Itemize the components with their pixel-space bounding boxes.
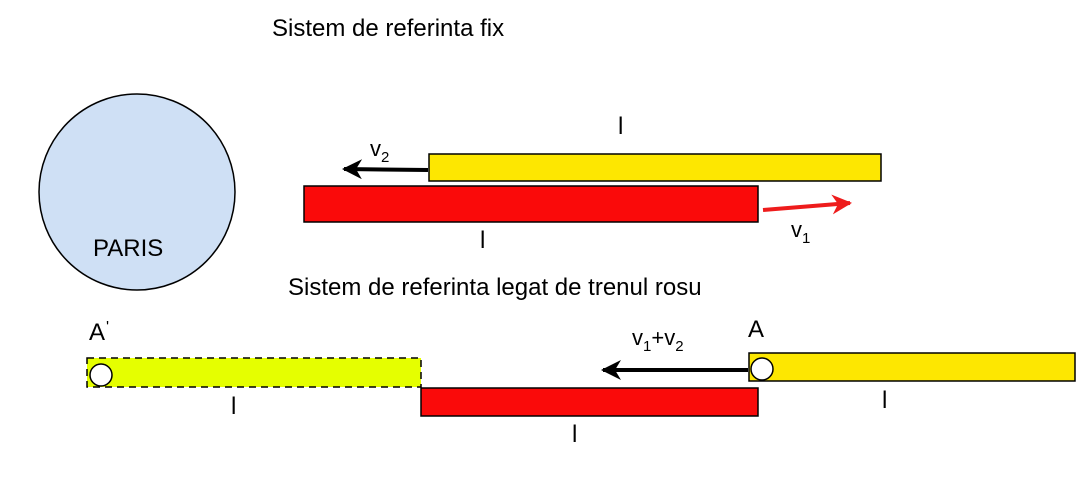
point-a-prime-letter: A [89, 319, 105, 346]
point-a-marker [750, 357, 774, 381]
yellow-velocity-label: v2 [370, 136, 389, 166]
v2-symbol: v [370, 136, 381, 161]
ghost-train-length-label: l [231, 393, 236, 420]
point-a-prime-marker [89, 363, 113, 387]
v1-subscript: 1 [802, 230, 810, 247]
yellow-train-moving-length-label: l [882, 387, 887, 414]
red-train-frame-title: Sistem de referinta legat de trenul rosu [288, 274, 702, 301]
point-a-prime-mark: ' [106, 319, 109, 336]
v1-symbol: v [791, 217, 802, 242]
red-velocity-label: v1 [791, 217, 810, 247]
red-train-rest-length-label: l [572, 421, 577, 448]
rel-v2-subscript: 2 [675, 338, 683, 355]
point-a-label: A [748, 316, 764, 343]
v2-subscript: 2 [381, 149, 389, 166]
relative-velocity-label: v1+v2 [632, 325, 684, 355]
red-velocity-arrow [762, 194, 852, 215]
yellow-train [428, 153, 882, 182]
rel-plus-sign: + [651, 325, 664, 350]
paris-circle [38, 93, 236, 291]
fixed-frame-title: Sistem de referinta fix [272, 15, 504, 42]
red-train-length-label: l [480, 227, 485, 254]
red-train-rest [420, 387, 759, 417]
rel-v2-symbol: v [664, 325, 675, 350]
yellow-train-length-label: l [618, 113, 623, 140]
red-train [303, 185, 759, 223]
point-a-prime-label: A' [89, 319, 109, 346]
yellow-velocity-arrow [342, 159, 429, 180]
ghost-yellow-train [86, 357, 422, 388]
yellow-train-moving [748, 352, 1076, 382]
rel-v1-subscript: 1 [643, 338, 651, 355]
rel-v1-symbol: v [632, 325, 643, 350]
paris-label: PARIS [93, 235, 163, 262]
